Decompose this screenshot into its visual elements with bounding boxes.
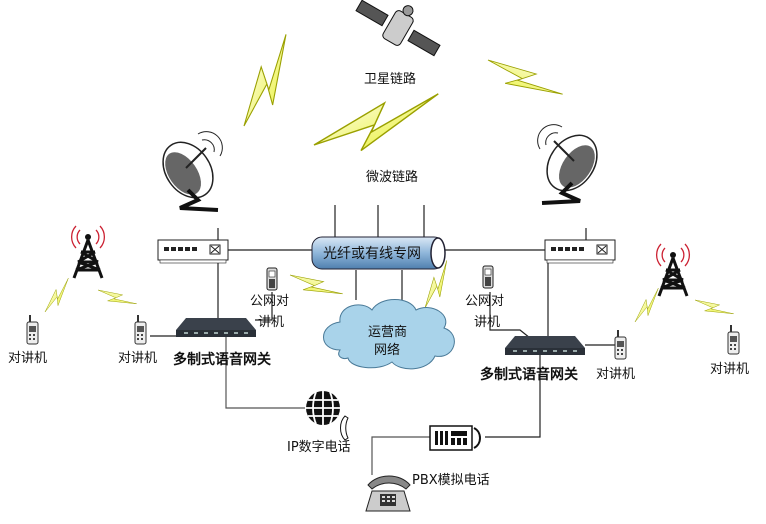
fiber-network-label: 光纤或有线专网: [323, 246, 421, 262]
pbx-phone-label: PBX模拟电话: [412, 473, 490, 488]
fiber-network-pipe: 光纤或有线专网: [311, 236, 446, 270]
mobile-phone-icon-left: [266, 267, 278, 291]
voice-gateway-label-right: 多制式语音网关: [480, 366, 578, 383]
lightning-icon-satellite-right: [484, 39, 564, 118]
mobile-phone-icon-right: [482, 265, 494, 289]
lightning-icon-satellite-left: [218, 33, 316, 131]
satellite-icon: [355, 0, 441, 57]
pbx-icon: [429, 425, 481, 451]
lightning-icon-left-tower-2: [96, 278, 137, 317]
walkie-label-4: 对讲机: [710, 362, 749, 377]
ip-phone-label: IP数字电话: [287, 440, 351, 455]
connection-lines: [150, 205, 620, 475]
satellite-dish-icon-right: [534, 122, 610, 205]
radio-tower-icon-left: [70, 224, 106, 280]
walkie-label-1: 对讲机: [8, 351, 47, 366]
ip-phone-globe-icon: [306, 391, 349, 441]
carrier-network-cloud: 运营商 网络: [323, 299, 455, 370]
lightning-icon-microwave: [311, 93, 441, 153]
lightning-icon-left-tower-1: [36, 277, 79, 315]
carrier-network-label-line1: 运营商: [368, 325, 407, 340]
voice-gateway-icon-left: [176, 318, 256, 337]
satellite-link-label: 卫星链路: [364, 71, 416, 87]
public-radio-label-right-1: 公网对: [465, 294, 504, 309]
walkie-talkie-icon-1: [26, 314, 39, 345]
radio-tower-icon-right: [655, 242, 691, 298]
carrier-network-label-line2: 网络: [374, 342, 400, 358]
public-radio-label-left-1: 公网对: [250, 294, 289, 309]
network-switch-icon-left: [157, 239, 229, 264]
microwave-link-label: 微波链路: [366, 169, 418, 185]
network-switch-icon-right: [544, 239, 616, 264]
walkie-talkie-icon-3: [614, 329, 627, 360]
walkie-label-2: 对讲机: [118, 351, 157, 366]
walkie-talkie-icon-4: [727, 324, 740, 355]
public-radio-label-left-2: 讲机: [258, 315, 284, 330]
voice-gateway-icon-right: [505, 336, 585, 355]
walkie-talkie-icon-2: [134, 314, 147, 345]
analog-telephone-icon: [365, 475, 411, 512]
lightning-icon-right-tower-2: [693, 288, 734, 327]
public-radio-label-right-2: 讲机: [474, 315, 500, 330]
voice-gateway-label-left: 多制式语音网关: [173, 351, 271, 368]
lightning-icon-right-tower-1: [626, 287, 669, 325]
walkie-label-3: 对讲机: [596, 367, 635, 382]
satellite-dish-icon-left: [150, 129, 226, 212]
